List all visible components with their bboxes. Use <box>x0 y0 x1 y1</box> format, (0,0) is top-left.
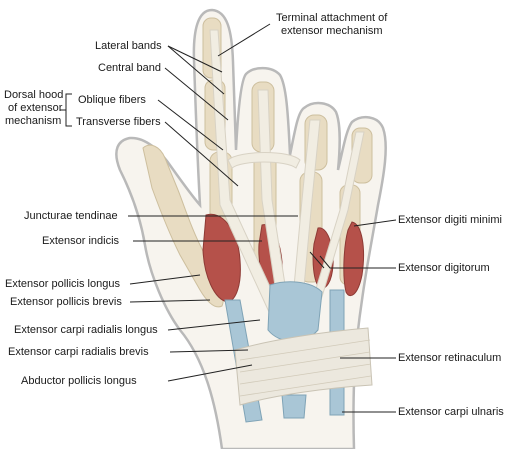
label-extensor-digiti-minimi: Extensor digiti minimi <box>398 214 502 226</box>
label-abductor-pollicis-longus: Abductor pollicis longus <box>21 375 137 387</box>
retinaculum-fibers <box>239 339 372 397</box>
extensor-retinaculum <box>234 327 373 406</box>
label-extensor-indicis: Extensor indicis <box>42 235 120 247</box>
extensor-tendons <box>209 29 365 337</box>
label-dorsal-hood-3: mechanism <box>5 115 62 127</box>
label-dorsal-hood-1: Dorsal hood <box>4 89 64 101</box>
label-extensor-retinaculum: Extensor retinaculum <box>398 352 502 364</box>
label-extensor-pollicis-brevis: Extensor pollicis brevis <box>10 296 122 308</box>
label-juncturae-tendinae: Juncturae tendinae <box>24 210 118 222</box>
label-extensor-carpi-radialis-longus: Extensor carpi radialis longus <box>14 324 158 336</box>
label-extensor-pollicis-longus: Extensor pollicis longus <box>5 278 120 290</box>
label-terminal-attachment-2: extensor mechanism <box>281 25 383 37</box>
label-transverse-fibers: Transverse fibers <box>76 116 161 128</box>
label-oblique-fibers: Oblique fibers <box>78 94 146 106</box>
label-lateral-bands: Lateral bands <box>95 40 162 52</box>
label-terminal-attachment-1: Terminal attachment of <box>276 12 388 24</box>
leader-lines <box>60 23 397 413</box>
label-central-band: Central band <box>98 62 161 74</box>
label-dorsal-hood-2: of extensor <box>8 102 63 114</box>
label-extensor-carpi-radialis-brevis: Extensor carpi radialis brevis <box>8 346 149 358</box>
label-extensor-carpi-ulnaris: Extensor carpi ulnaris <box>398 406 504 418</box>
label-extensor-digitorum: Extensor digitorum <box>398 262 490 274</box>
